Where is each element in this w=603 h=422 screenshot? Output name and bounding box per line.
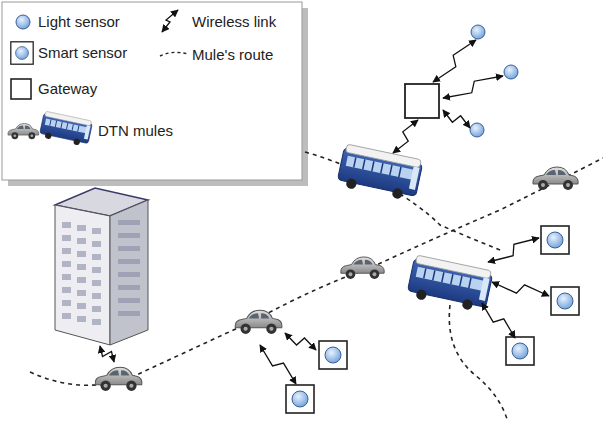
legend-label: Mule's route [192,46,273,64]
wireless-link [393,120,418,153]
wireless-link [492,282,549,296]
legend-label: Gateway [38,80,97,98]
wireless-link [260,345,296,384]
legend-label: Light sensor [38,13,120,31]
wireless-link [433,40,476,82]
wireless-link [443,110,470,128]
wireless-link [488,238,539,262]
wireless-link [443,76,503,98]
legend-label: Smart sensor [38,44,127,62]
wireless-link [100,346,114,362]
legend-smart [11,42,33,64]
legend-label: DTN mules [98,122,173,140]
legend-label: Wireless link [192,13,276,31]
wireless-link [285,333,316,350]
wireless-link [482,303,515,338]
